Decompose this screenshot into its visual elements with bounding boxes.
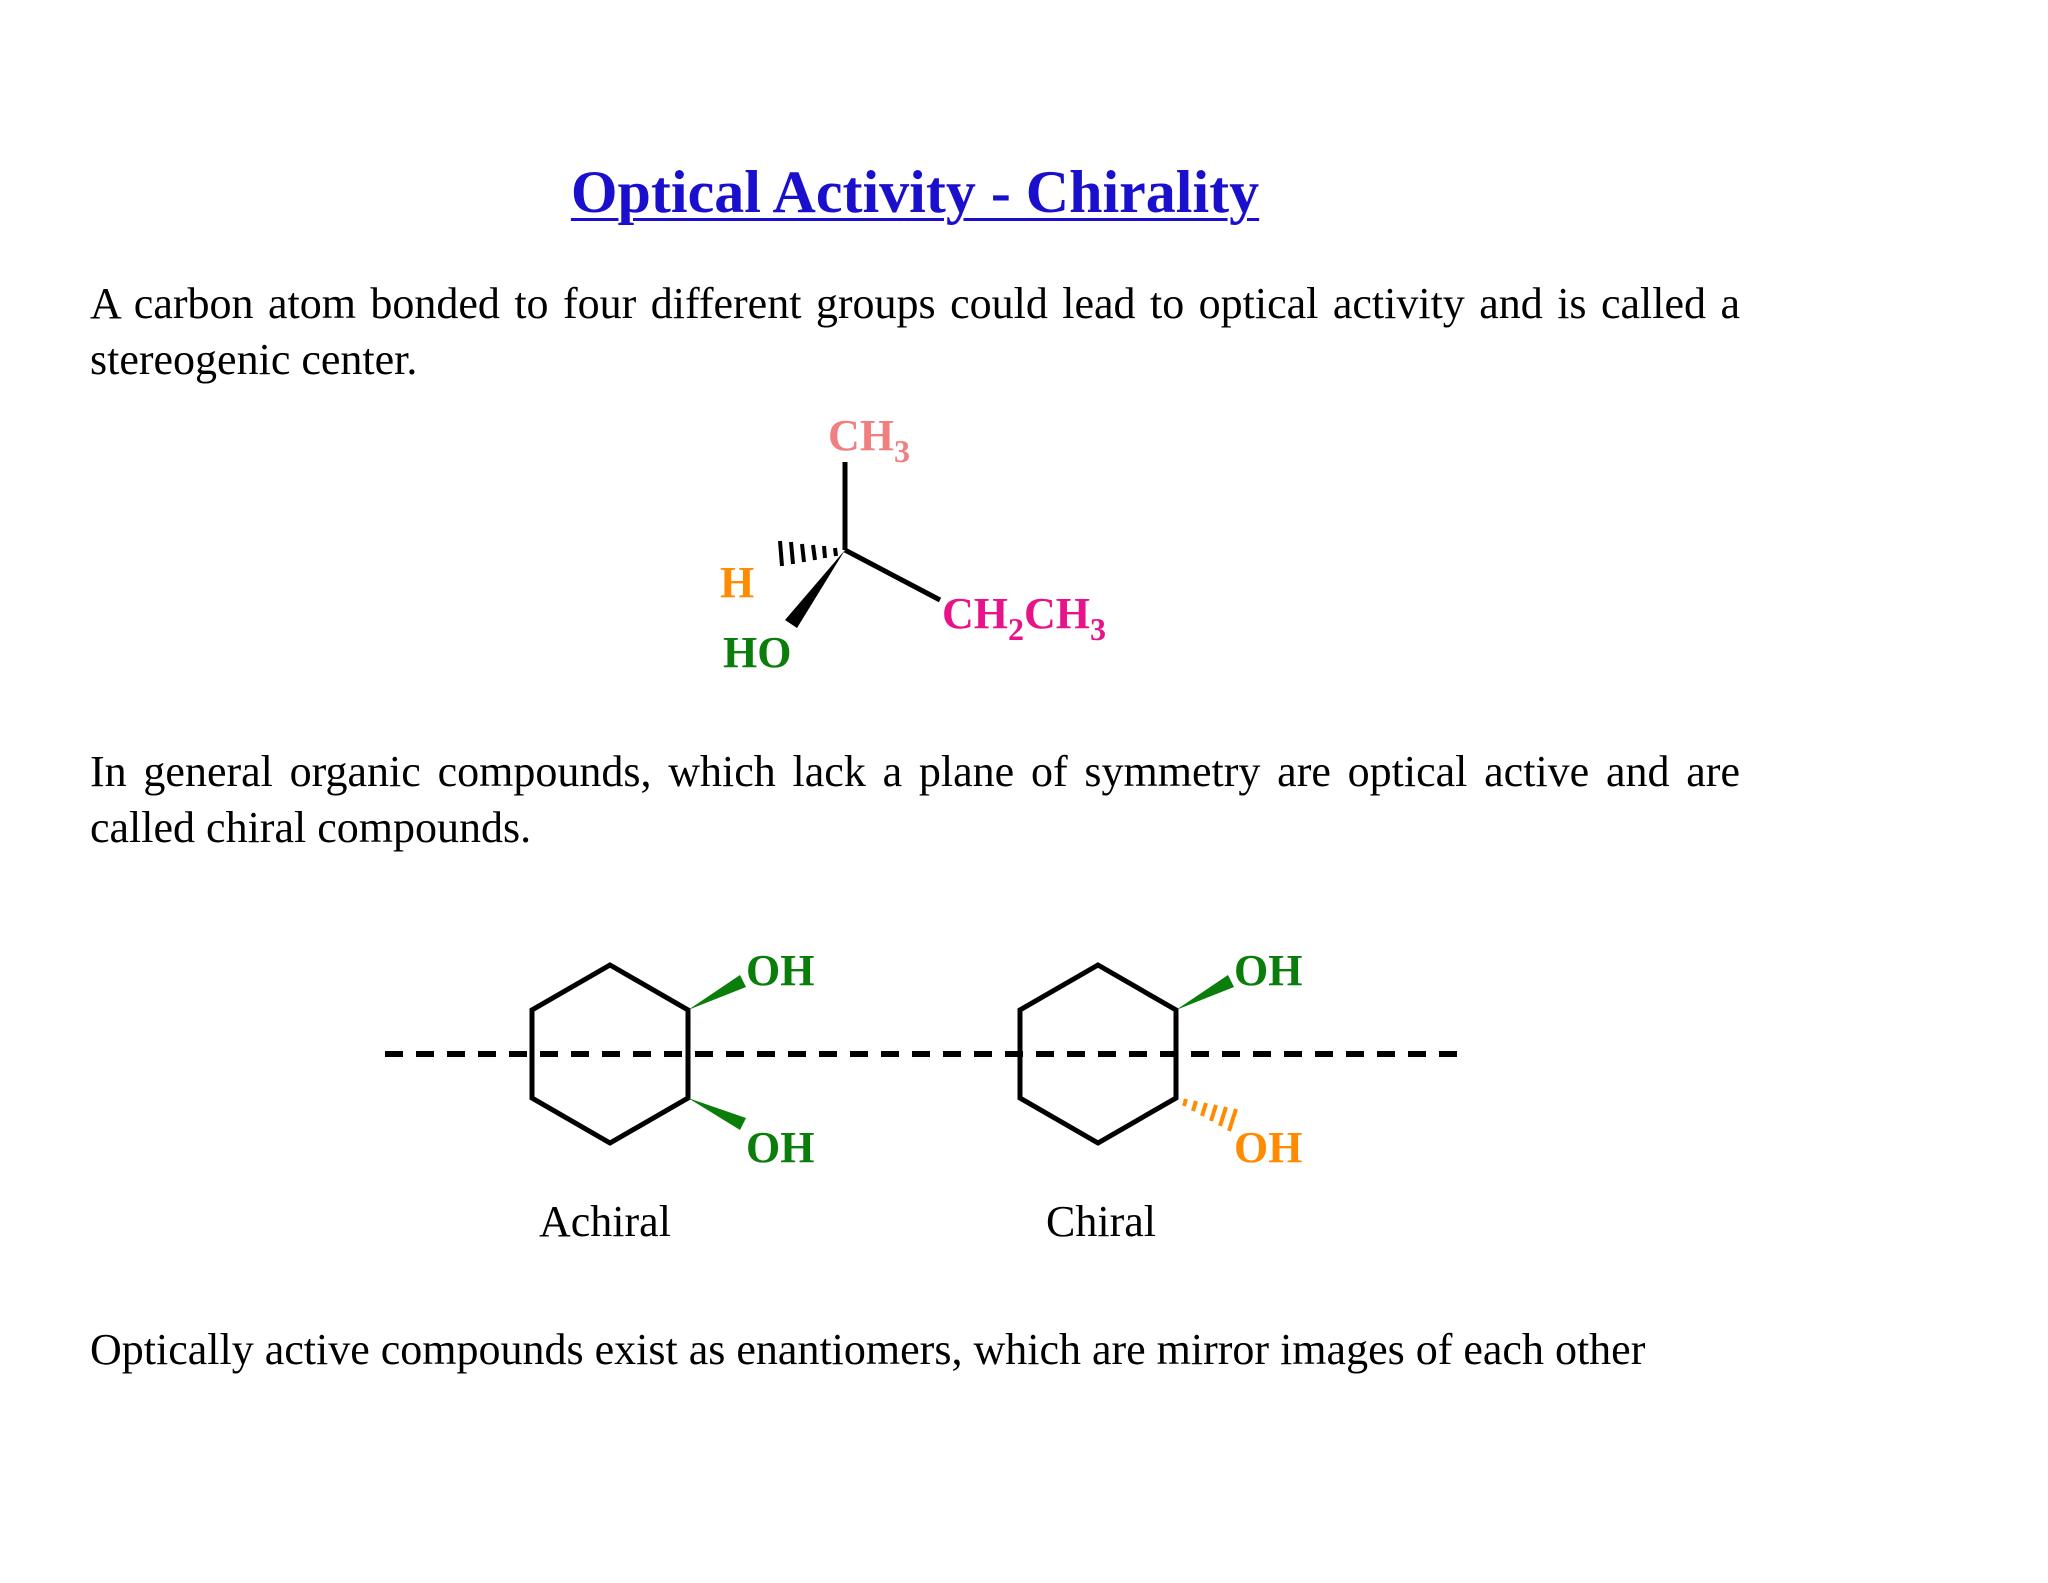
methyl-label-sub: 3 [894, 433, 910, 469]
methyl-label: CH3 [828, 411, 910, 469]
achiral-top-oh-label: OH [746, 946, 814, 995]
page-title: Optical Activity - Chirality [570, 159, 1260, 225]
stereocenter-paragraph: A carbon atom bonded to four different g… [90, 279, 1740, 384]
ethyl-label: CH2CH3 [942, 589, 1106, 647]
hashed-bond-to-hydrogen [778, 540, 838, 567]
enantiomers-paragraph: Optically active compounds exist as enan… [90, 1325, 1646, 1374]
chiral-caption: Chiral [1046, 1197, 1156, 1246]
ethyl-label-ch: CH [942, 589, 1008, 638]
achiral-bottom-wedge-bond [688, 1098, 746, 1130]
chiral-bottom-hashed-bond [1182, 1098, 1238, 1132]
hydroxyl-label: HO [723, 628, 791, 677]
chiral-compounds-paragraph: In general organic compounds, which lack… [90, 747, 1740, 852]
achiral-caption: Achiral [539, 1197, 671, 1246]
chiral-bottom-oh-label: OH [1234, 1123, 1302, 1172]
wedge-bond-to-hydroxyl [785, 550, 845, 628]
ethyl-label-ch-2: CH [1024, 589, 1090, 638]
achiral-bottom-oh-label: OH [746, 1123, 814, 1172]
chiral-top-wedge-bond [1176, 975, 1234, 1010]
methyl-label-main: CH [828, 411, 894, 460]
ethyl-label-sub-2: 2 [1008, 611, 1024, 647]
hydrogen-label: H [720, 558, 754, 607]
chiral-top-oh-label: OH [1234, 946, 1302, 995]
achiral-top-wedge-bond [688, 975, 746, 1010]
bond-to-ethyl [843, 547, 942, 603]
ethyl-label-sub-3: 3 [1090, 611, 1106, 647]
